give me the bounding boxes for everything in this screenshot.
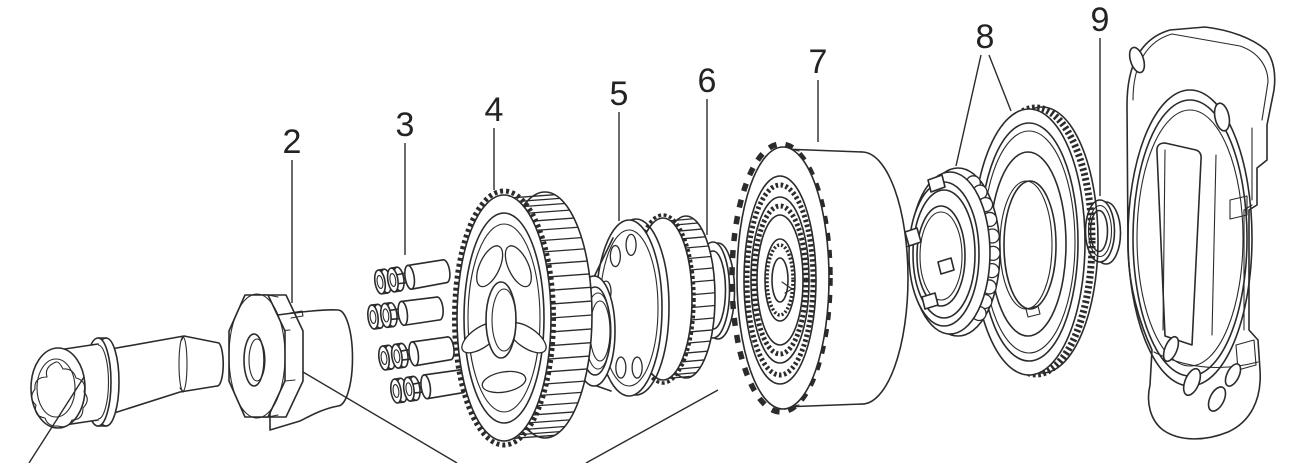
callout-label-8: 8 xyxy=(976,18,995,56)
leader-line-thrust-ring-lower xyxy=(585,389,719,463)
one-way-clutch xyxy=(897,167,1001,337)
bolt xyxy=(376,335,457,372)
callout-label-4: 4 xyxy=(485,91,504,129)
bolt xyxy=(388,368,469,405)
leader-line-input-shaft xyxy=(28,376,85,463)
callout-label-5: 5 xyxy=(610,75,629,113)
clutch-drum xyxy=(729,141,909,415)
bolt-hole xyxy=(1213,102,1231,132)
output-gear xyxy=(452,188,593,448)
leader-line-one-way-clutch-and-ring-gear xyxy=(955,54,982,167)
bolt xyxy=(372,258,453,296)
leader-line-drive-hub-body xyxy=(302,371,458,463)
callout-label-2: 2 xyxy=(283,123,302,161)
clutch-lug xyxy=(921,292,939,310)
leader-line-one-way-clutch-and-ring-gear xyxy=(988,54,1012,112)
planet-carrier xyxy=(572,213,716,397)
bolt xyxy=(365,295,446,331)
bolt-hole xyxy=(1224,363,1242,387)
callout-label-6: 6 xyxy=(698,62,717,100)
ring-gear xyxy=(972,104,1099,378)
pinion-gear-teeth xyxy=(668,218,716,379)
bolt-hole xyxy=(1207,386,1227,412)
bolt-hole xyxy=(1128,46,1146,74)
callout-label-9: 9 xyxy=(1091,1,1110,39)
callout-label-7: 7 xyxy=(809,43,828,81)
bolt-hole xyxy=(1162,335,1180,363)
gear-lightening-holes xyxy=(461,245,547,394)
clutch-lug xyxy=(937,257,955,275)
gear-teeth xyxy=(513,194,593,439)
clutch-lug xyxy=(927,174,946,193)
callout-label-3: 3 xyxy=(396,106,415,144)
input-shaft xyxy=(30,335,225,429)
housing-cover xyxy=(1126,26,1276,440)
drive-hub xyxy=(228,293,354,431)
bolt-hole xyxy=(1182,367,1202,397)
callout-layer: 2 3 4 5 6 7 8 9 xyxy=(28,1,1110,463)
